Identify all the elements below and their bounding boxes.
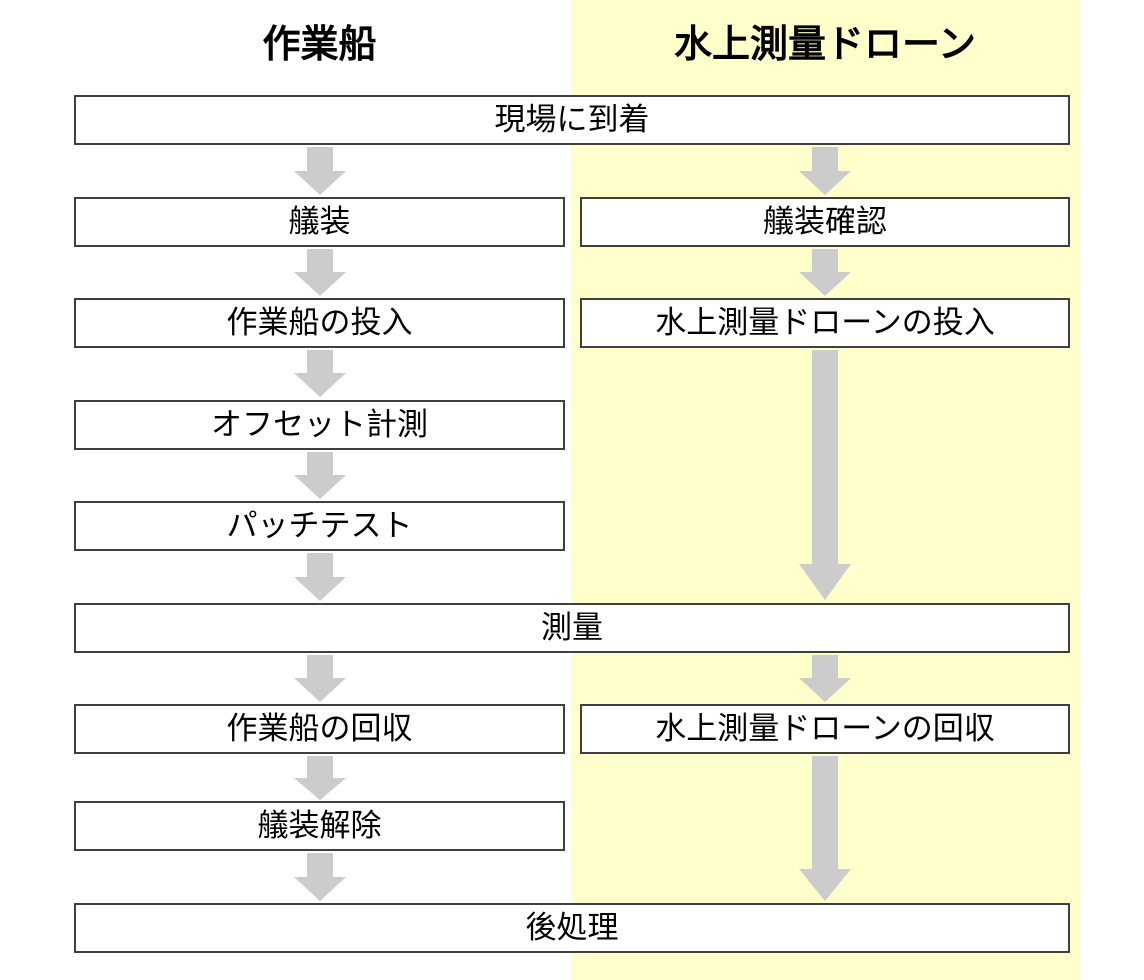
flow-arrow-survey-to-recover-boat <box>294 655 346 702</box>
step-box-survey[interactable]: 測量 <box>74 603 1070 653</box>
flow-arrow-offset-to-patch <box>294 452 346 499</box>
flow-arrow-arrive-to-outfitting-check <box>799 147 851 195</box>
flow-arrow-survey-to-recover-drone <box>799 655 851 702</box>
step-box-outfitting-check[interactable]: 艤装確認 <box>580 197 1070 247</box>
flow-arrow-recover-drone-to-post <box>799 756 851 901</box>
step-box-de-outfitting[interactable]: 艤装解除 <box>74 801 565 851</box>
step-box-recover-work-boat[interactable]: 作業船の回収 <box>74 704 565 754</box>
step-box-arrive-site[interactable]: 現場に到着 <box>74 95 1070 145</box>
step-box-offset-measure[interactable]: オフセット計測 <box>74 400 565 450</box>
step-box-deploy-work-boat[interactable]: 作業船の投入 <box>74 298 565 348</box>
flow-arrow-check-to-deploy-drone <box>799 249 851 296</box>
step-box-post-processing[interactable]: 後処理 <box>74 903 1070 953</box>
flow-arrow-patch-to-survey <box>294 553 346 601</box>
flow-arrow-outfitting-to-deploy <box>294 249 346 296</box>
step-box-deploy-drone[interactable]: 水上測量ドローンの投入 <box>580 298 1070 348</box>
step-box-outfitting[interactable]: 艤装 <box>74 197 565 247</box>
flow-arrow-de-outfitting-to-post <box>294 853 346 901</box>
flow-arrow-recover-to-de-outfitting <box>294 756 346 800</box>
step-box-recover-drone[interactable]: 水上測量ドローンの回収 <box>580 704 1070 754</box>
lane-header-survey-drone: 水上測量ドローン <box>673 24 977 66</box>
flow-arrow-arrive-to-outfitting <box>294 147 346 195</box>
step-box-patch-test[interactable]: パッチテスト <box>74 501 565 551</box>
flow-arrow-deploy-to-offset <box>294 350 346 397</box>
lane-header-work-boat: 作業船 <box>262 24 377 66</box>
flow-arrow-deploy-drone-to-survey <box>799 350 851 600</box>
